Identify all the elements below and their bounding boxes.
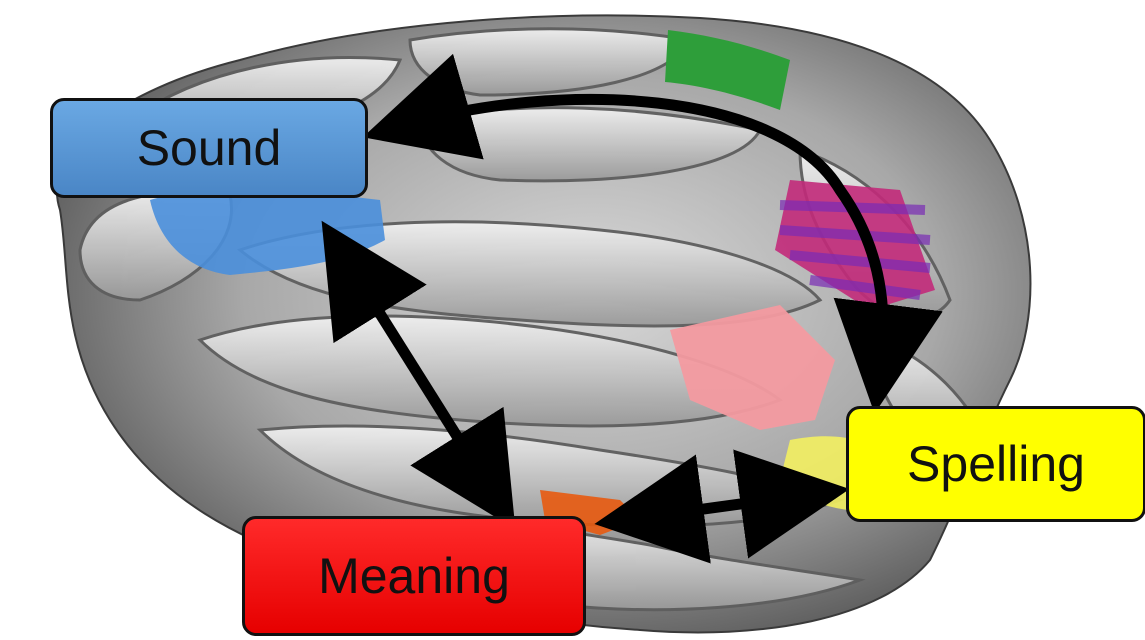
sound-label-box: Sound	[50, 98, 368, 198]
meaning-label: Meaning	[318, 548, 510, 604]
spelling-label: Spelling	[907, 436, 1085, 492]
arrow-sound-meaning	[321, 220, 516, 530]
sound-label: Sound	[136, 120, 282, 176]
arrow-meaning-spelling	[594, 449, 850, 564]
spelling-label-box: Spelling	[846, 406, 1145, 522]
meaning-label-box: Meaning	[242, 516, 586, 636]
arrow-sound-spelling	[362, 53, 943, 414]
